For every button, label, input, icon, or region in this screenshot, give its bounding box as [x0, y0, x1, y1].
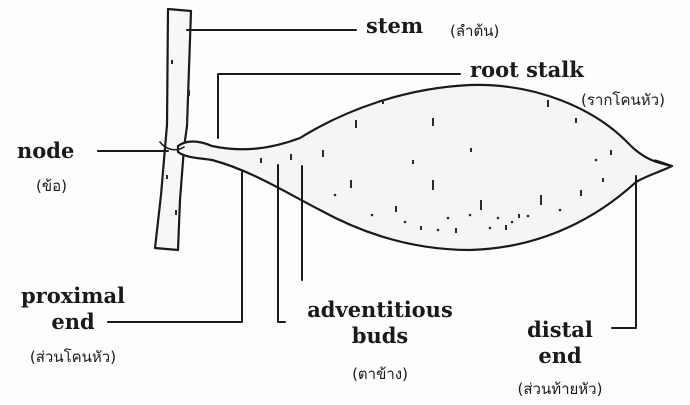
proximal-end-label-line2: end: [8, 310, 138, 334]
proximal-end-label-line1: proximal: [8, 284, 138, 308]
distal-end-label-line2: end: [510, 344, 610, 368]
adventitious-buds-label-thai: (ตาข้าง): [286, 365, 474, 383]
stem-label-thai: (ลำต้น): [450, 22, 499, 40]
proximal-end-label-thai: (ส่วนโคนหัว): [8, 348, 138, 366]
stem-label: stem: [366, 14, 423, 38]
adventitious-buds-label-line1: adventitious: [286, 298, 474, 322]
node-label: node: [17, 139, 74, 163]
root-stalk-label-thai: (รากโคนหัว): [581, 91, 665, 109]
node-label-thai: (ข้อ): [36, 177, 67, 195]
adventitious-buds-label-line2: buds: [286, 324, 474, 348]
stem-shape: [155, 9, 191, 250]
root-stalk-label: root stalk: [470, 58, 584, 82]
distal-end-label-line1: distal: [510, 318, 610, 342]
distal-end-label-thai: (ส่วนท้ายหัว): [500, 380, 620, 398]
tuber-shape: [178, 85, 672, 250]
